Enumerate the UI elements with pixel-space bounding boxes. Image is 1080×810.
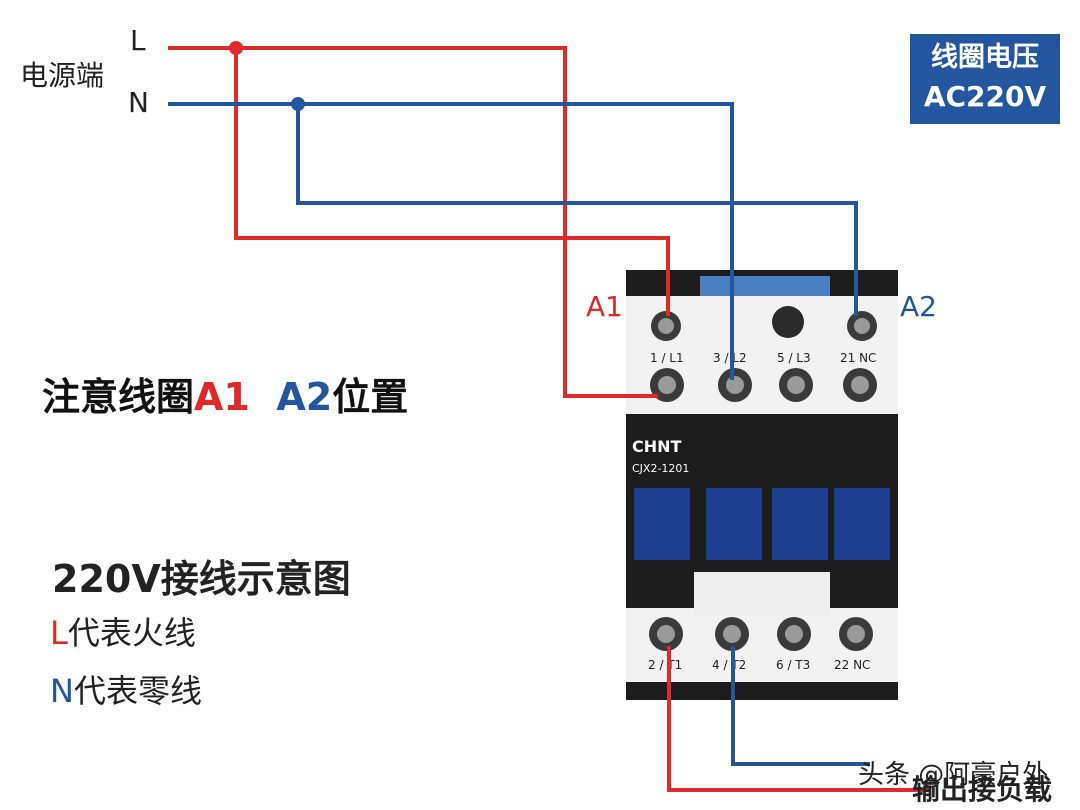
a2-terminal-label: A2: [900, 290, 937, 323]
legend-neutral: N代表零线: [50, 666, 202, 712]
blue-contact-window-3: [772, 488, 828, 560]
bottom-terminal-label-1: 2 / T1: [648, 658, 682, 672]
power-source-label: 电源端: [20, 59, 105, 92]
note-prefix: 注意线圈: [42, 375, 195, 419]
neutral-terminal-letter: N: [128, 86, 149, 119]
watermark: 头条 @阿豪户外: [858, 760, 1049, 790]
blue-contact-window-4: [834, 488, 890, 560]
top-terminal-label-1: 1 / L1: [650, 351, 684, 365]
neutral-wire-to-l2: [168, 102, 734, 380]
neutral-wires: [168, 102, 870, 766]
legend-live-text: 代表火线: [67, 614, 196, 652]
live-junction-dot: [229, 41, 243, 55]
output-load-label: 输出接负载: [912, 773, 1053, 806]
diagram-title: 220V接线示意图: [52, 557, 351, 601]
legend-neutral-text: 代表零线: [73, 672, 202, 710]
neutral-wire-to-a2: [296, 104, 858, 316]
coil-voltage-badge: 线圈电压 AC220V: [910, 34, 1060, 124]
live-terminal-letter: L: [130, 24, 146, 57]
center-screw: [772, 306, 804, 338]
a1-terminal-label: A1: [586, 290, 623, 323]
top-terminal-label-2: 3 / L2: [713, 351, 747, 365]
live-wire-output: [667, 646, 930, 792]
blue-contact-window-1: [634, 488, 690, 560]
blue-contact-window-2: [706, 488, 762, 560]
contactor: CHNT CJX2-1201 1 / L1 3 / L2 5 / L3 21 N…: [626, 270, 898, 700]
note-a1: A1: [194, 375, 250, 419]
model-text: CJX2-1201: [632, 462, 689, 475]
contactor-top-label-plate: [700, 276, 830, 296]
live-wires: [168, 46, 930, 792]
coil-position-note: 注意线圈A1 A2位置: [42, 366, 408, 421]
brand-text: CHNT: [632, 437, 682, 456]
bottom-terminal-label-2: 4 / T2: [712, 658, 746, 672]
note-a2: A2: [276, 375, 333, 419]
legend-neutral-letter: N: [50, 672, 74, 710]
legend-live: L代表火线: [50, 608, 196, 654]
coil-voltage-value: AC220V: [923, 80, 1047, 113]
note-suffix: 位置: [332, 375, 409, 419]
neutral-junction-dot: [291, 97, 305, 111]
top-terminal-label-3: 5 / L3: [777, 351, 811, 365]
neutral-wire-output: [731, 646, 870, 766]
coil-voltage-title: 线圈电压: [931, 42, 1039, 73]
live-wire-to-a1: [234, 48, 670, 316]
bottom-terminal-label-4: 22 NC: [834, 658, 870, 672]
live-wire-to-l1: [168, 46, 658, 398]
legend-live-letter: L: [50, 614, 68, 652]
top-terminal-label-4: 21 NC: [840, 351, 876, 365]
bottom-terminal-label-3: 6 / T3: [776, 658, 810, 672]
contactor-label-slot: [694, 572, 830, 616]
